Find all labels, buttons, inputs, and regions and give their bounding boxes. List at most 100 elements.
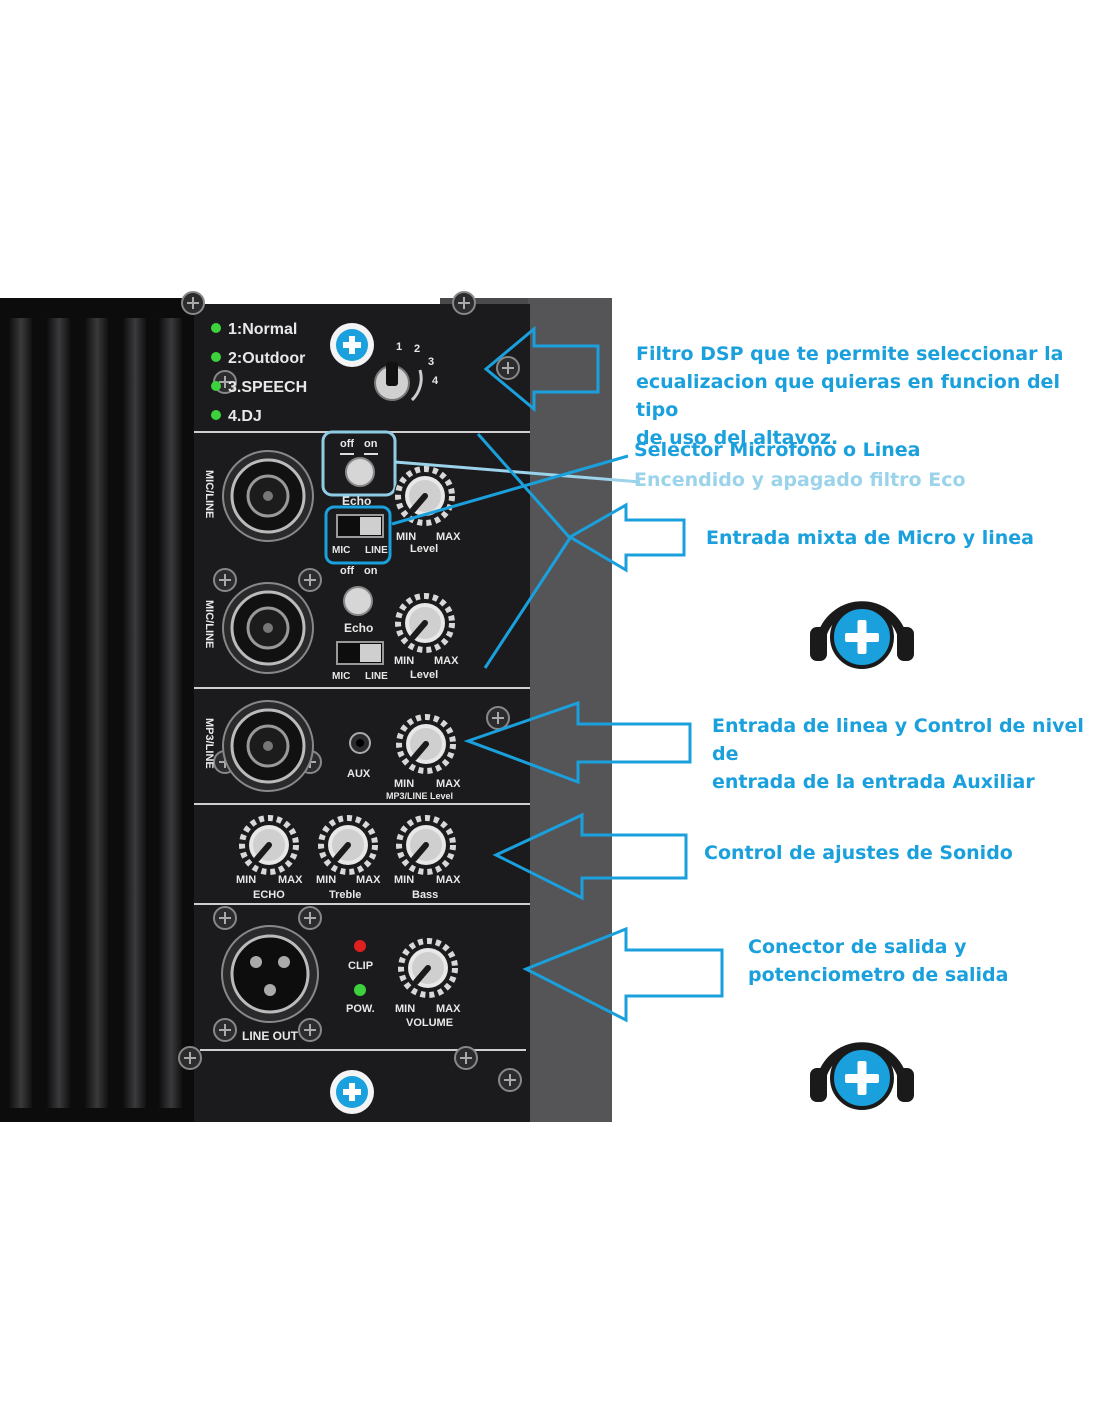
line-out-label: LINE OUT bbox=[242, 1029, 299, 1043]
channel2-mic-label: MIC bbox=[332, 671, 350, 682]
channel3-knob-min: MIN bbox=[394, 778, 414, 790]
channel2-jack-label: MIC/LINE bbox=[203, 600, 215, 648]
channel1-mic-label: MIC bbox=[332, 545, 350, 556]
dsp-selector-number-1: 1 bbox=[396, 341, 402, 353]
aux-jack[interactable] bbox=[349, 732, 371, 754]
screw-icon bbox=[178, 1046, 202, 1070]
dsp-mode-leds bbox=[211, 323, 221, 420]
bass-knob-label: Bass bbox=[412, 889, 438, 901]
screw-icon bbox=[298, 568, 322, 592]
dsp-mode-2: 2:Outdoor bbox=[228, 350, 305, 367]
treble-knob-label: Treble bbox=[329, 889, 361, 901]
arrow-icon bbox=[483, 325, 600, 413]
plus-badge-icon bbox=[330, 323, 374, 367]
annotation-arrows bbox=[463, 325, 724, 1023]
channel1-mic-line-switch[interactable] bbox=[336, 514, 384, 538]
dsp-selector-number-4: 4 bbox=[432, 375, 439, 387]
callout-lines bbox=[391, 433, 641, 669]
channel2-combo-jack[interactable] bbox=[221, 581, 315, 675]
channel1-knob-label: Level bbox=[410, 543, 438, 555]
screw-icon bbox=[496, 356, 520, 380]
screw-icon bbox=[298, 1018, 322, 1042]
volume-knob-label: VOLUME bbox=[406, 1017, 453, 1029]
echo-knob[interactable] bbox=[238, 814, 300, 876]
screw-icon bbox=[213, 906, 237, 930]
volume-knob[interactable] bbox=[397, 937, 459, 999]
screw-icon bbox=[454, 1046, 478, 1070]
bass-knob-max: MAX bbox=[436, 874, 461, 886]
dsp-mode-3: 3.SPEECH bbox=[228, 379, 307, 396]
power-led bbox=[354, 984, 366, 996]
arrow-icon bbox=[463, 700, 692, 785]
screw-icon bbox=[181, 291, 205, 315]
treble-knob[interactable] bbox=[317, 814, 379, 876]
screw-icon bbox=[213, 568, 237, 592]
clip-label: CLIP bbox=[348, 960, 373, 972]
echo-knob-min: MIN bbox=[236, 874, 256, 886]
bass-knob[interactable] bbox=[395, 814, 457, 876]
channel3-aux-label: AUX bbox=[347, 768, 371, 780]
channel2-knob-label: Level bbox=[410, 669, 438, 681]
channel2-level-knob[interactable] bbox=[394, 592, 456, 654]
channel1-echo-button[interactable] bbox=[345, 457, 375, 487]
annotation-output: Conector de salida y potenciometro de sa… bbox=[748, 936, 1009, 986]
channel1-knob-min: MIN bbox=[396, 531, 416, 543]
bass-knob-min: MIN bbox=[394, 874, 414, 886]
screw-icon bbox=[298, 906, 322, 930]
channel2-knob-max: MAX bbox=[434, 655, 459, 667]
channel1-echo-off-label: off bbox=[340, 438, 354, 450]
echo-knob-max: MAX bbox=[278, 874, 303, 886]
channel2-echo-on-label: on bbox=[364, 565, 378, 577]
power-label: POW. bbox=[346, 1003, 375, 1015]
channel2-echo-off-label: off bbox=[340, 565, 354, 577]
arrow-icon bbox=[567, 502, 686, 573]
channel3-knob-max: MAX bbox=[436, 778, 461, 790]
channel1-echo-on-label: on bbox=[364, 438, 378, 450]
treble-knob-max: MAX bbox=[356, 874, 381, 886]
annotation-line-aux: Entrada de linea y Control de nivel de e… bbox=[712, 715, 1084, 793]
screw-icon bbox=[452, 291, 476, 315]
channel2-line-label: LINE bbox=[365, 671, 388, 682]
channel2-mic-line-switch[interactable] bbox=[336, 641, 384, 665]
channel1-level-knob[interactable] bbox=[394, 465, 456, 527]
headphones-plus-icon bbox=[810, 606, 914, 667]
volume-knob-min: MIN bbox=[395, 1003, 415, 1015]
channel3-jack-label: MP3/LINE bbox=[203, 718, 215, 769]
dsp-selector-number-2: 2 bbox=[414, 343, 420, 355]
dsp-rotary-selector[interactable] bbox=[374, 362, 410, 401]
channel3-level-knob[interactable] bbox=[395, 713, 457, 775]
annotation-sound: Control de ajustes de Sonido bbox=[704, 842, 1013, 864]
arrow-icon bbox=[492, 812, 688, 901]
echo-knob-label: ECHO bbox=[253, 889, 285, 901]
channel2-echo-label: Echo bbox=[344, 621, 373, 635]
dsp-selector-arc bbox=[410, 369, 423, 402]
treble-knob-min: MIN bbox=[316, 874, 336, 886]
channel2-knob-min: MIN bbox=[394, 655, 414, 667]
cabinet-edge bbox=[528, 298, 612, 1122]
dsp-mode-4: 4.DJ bbox=[228, 408, 262, 425]
channel1-knob-max: MAX bbox=[436, 531, 461, 543]
mic-line-selector-highlight bbox=[324, 505, 392, 565]
annotation-dsp: Filtro DSP que te permite seleccionar la… bbox=[636, 343, 1064, 449]
channel1-combo-jack[interactable] bbox=[221, 449, 315, 543]
plus-badge-icon bbox=[330, 1070, 374, 1114]
heatsink-fins bbox=[8, 318, 182, 1108]
clip-led bbox=[354, 940, 366, 952]
dsp-mode-1: 1:Normal bbox=[228, 321, 297, 338]
annotation-selector: Selector Microfono o Linea bbox=[634, 439, 921, 461]
channel3-knob-label: MP3/LINE Level bbox=[386, 791, 453, 801]
channel3-combo-jack[interactable] bbox=[221, 699, 315, 793]
screw-icon bbox=[498, 1068, 522, 1092]
dsp-selector-number-3: 3 bbox=[428, 356, 434, 368]
annotation-echo-filter: Encendido y apagado filtro Eco bbox=[634, 469, 966, 491]
screw-icon bbox=[213, 1018, 237, 1042]
channel1-jack-label: MIC/LINE bbox=[203, 470, 215, 518]
annotation-mixed-input: Entrada mixta de Micro y linea bbox=[706, 527, 1034, 549]
channel1-line-label: LINE bbox=[365, 545, 388, 556]
arrow-icon bbox=[522, 926, 724, 1023]
xlr-line-out-jack[interactable] bbox=[221, 925, 319, 1023]
screw-icon bbox=[486, 706, 510, 730]
volume-knob-max: MAX bbox=[436, 1003, 461, 1015]
channel2-echo-button[interactable] bbox=[343, 586, 373, 616]
